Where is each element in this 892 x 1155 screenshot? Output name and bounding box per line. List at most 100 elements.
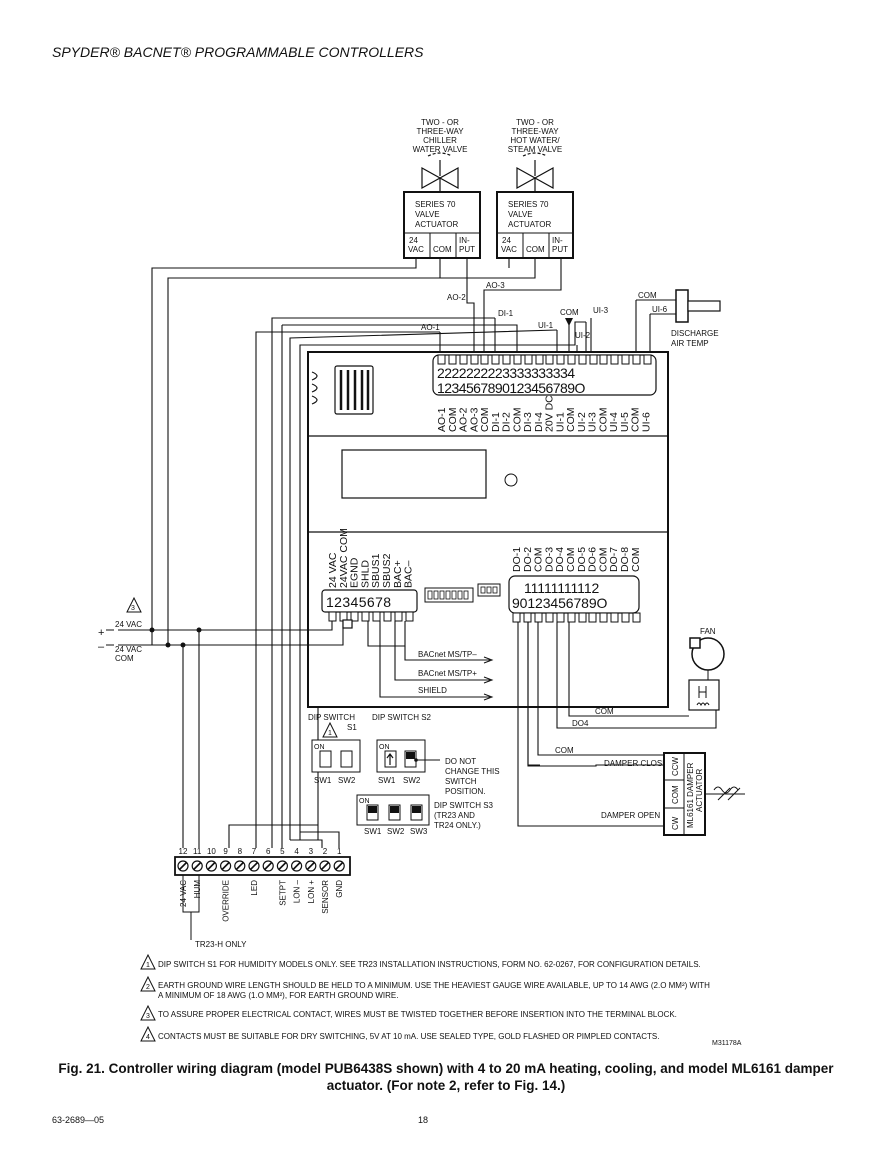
warning-triangle-icon xyxy=(140,1004,156,1021)
tr23-number: 12 xyxy=(179,847,188,856)
label-do4: DO4 xyxy=(572,719,589,728)
tr23-number: 6 xyxy=(266,847,271,856)
label-ui2: UI-2 xyxy=(575,331,591,340)
top-terminal-row2: 1234567890123456789O xyxy=(437,380,585,396)
label-24vac-com-1: 24 VAC xyxy=(115,645,142,654)
note2-text-1: EARTH GROUND WIRE LENGTH SHOULD BE HELD … xyxy=(158,981,710,990)
top-terminal-label: COM xyxy=(565,408,577,433)
valve1-term-in: IN- xyxy=(459,236,470,245)
note4-num: 4 xyxy=(146,1034,150,1041)
hot-water-valve: TWO - OR THREE-WAY HOT WATER/ STEAM VALV… xyxy=(496,118,574,259)
damper-cw: CW xyxy=(671,816,680,830)
tr23-label: SENSOR xyxy=(321,880,330,914)
damper-name-1: ML6161 DAMPER xyxy=(686,762,695,828)
warning-triangle-icon xyxy=(140,1025,156,1042)
top-terminal-label: UI-2 xyxy=(576,412,588,432)
dip-switch-s3: ON SW1 SW2 SW3 DIP SWITCH S3 (TR23 AND T… xyxy=(356,794,494,836)
s3-sw2-label: SW2 xyxy=(387,827,405,836)
label-plus: + xyxy=(98,627,104,639)
note3-text: TO ASSURE PROPER ELECTRICAL CONTACT, WIR… xyxy=(158,1010,677,1019)
tr23-number: 5 xyxy=(280,847,285,856)
top-terminal-label: AO-3 xyxy=(468,407,480,432)
page-header: SPYDER® BACNET® PROGRAMMABLE CONTROLLERS xyxy=(52,44,424,60)
document-number: 63-2689—05 xyxy=(52,1115,105,1125)
top-terminal-label: UI-4 xyxy=(608,412,620,432)
s2-note-4: POSITION. xyxy=(445,787,485,796)
power-wires xyxy=(118,621,490,848)
tr23-label: LED xyxy=(250,880,259,896)
s2-note-1: DO NOT xyxy=(445,757,476,766)
chiller-valve: TWO - OR THREE-WAY CHILLER WATER VALVE S… xyxy=(403,118,481,259)
s3-on: ON xyxy=(359,798,370,805)
right-terminal-label: COM xyxy=(565,548,577,573)
label-di1: DI-1 xyxy=(498,309,514,318)
valve2-term-24: 24 xyxy=(502,236,511,245)
left-terminal-label: 24 VAC xyxy=(327,552,339,588)
top-terminal-label: COM xyxy=(511,408,523,433)
valve2-title-3: HOT WATER/ xyxy=(510,136,560,145)
fan: FAN xyxy=(688,627,725,711)
dip-switch-s1: DIP SWITCH S1 1 ON SW1 SW2 xyxy=(308,713,361,785)
right-terminal-label: DO-4 xyxy=(554,547,566,572)
s1-title-2: S1 xyxy=(347,723,357,732)
tr23-block xyxy=(174,856,351,876)
relay-box xyxy=(688,679,720,711)
top-terminal-block xyxy=(432,354,657,396)
egnd-clip-icon xyxy=(342,619,353,629)
valve1-title-3: CHILLER xyxy=(423,136,457,145)
valve1-actuator-3: ACTUATOR xyxy=(415,220,458,229)
valve2-title-4: STEAM VALVE xyxy=(508,145,562,154)
top-terminal-label: AO-2 xyxy=(458,407,470,432)
label-ao1: AO-1 xyxy=(421,323,440,332)
damper-name-2: ACTUATOR xyxy=(695,769,704,812)
s2-title: DIP SWITCH S2 xyxy=(372,713,432,722)
left-terminal-label: 24VAC COM xyxy=(338,528,350,588)
valve2-actuator-2: VALVE xyxy=(508,210,533,219)
tr23-number: 4 xyxy=(294,847,299,856)
tr23-label: OVERRIDE xyxy=(222,880,231,922)
valve1-actuator-2: VALVE xyxy=(415,210,440,219)
tr23-number: 9 xyxy=(223,847,228,856)
tr23-number: 1 xyxy=(337,847,342,856)
right-terminal-labels: DO-1DO-2COMDO-3DO-4COMDO-5DO-6COMDO-7DO-… xyxy=(511,547,642,572)
top-terminal-label: AO-1 xyxy=(436,407,448,432)
left-terminal-label: SBUS1 xyxy=(370,553,382,588)
tr23-number: 7 xyxy=(252,847,257,856)
left-terminal-label: BAC– xyxy=(403,560,415,588)
controller: 2222222223333333334 1234567890123456789O… xyxy=(307,351,669,708)
s2-note-2: CHANGE THIS xyxy=(445,767,500,776)
figure-caption: Fig. 21. Controller wiring diagram (mode… xyxy=(58,1061,834,1093)
display-window xyxy=(341,449,487,499)
left-terminal-label: BAC+ xyxy=(392,560,404,588)
note1-text: DIP SWITCH S1 FOR HUMIDITY MODELS ONLY. … xyxy=(158,960,701,969)
valve2-term-put: PUT xyxy=(552,245,568,254)
valve1-term-put: PUT xyxy=(459,245,475,254)
status-led xyxy=(504,473,518,487)
s2-sw2-label: SW2 xyxy=(403,776,421,785)
arrow-up-icon xyxy=(386,753,394,765)
warning-triangle-icon xyxy=(140,975,156,992)
right-terminal-row1: 11111111112 xyxy=(524,580,600,596)
top-terminal-label: UI-3 xyxy=(587,412,599,432)
label-ui6: UI-6 xyxy=(652,305,668,314)
tr23-only-label: TR23-H ONLY xyxy=(195,940,247,949)
top-terminal-label: 20V DC xyxy=(544,395,556,432)
wire-junctions xyxy=(149,627,202,648)
sensor-label-1: DISCHARGE xyxy=(671,329,719,338)
tr23-number: 8 xyxy=(238,847,243,856)
s2-on: ON xyxy=(379,744,390,751)
fan-icon xyxy=(689,637,725,680)
top-terminal-label: DI-1 xyxy=(490,412,502,432)
left-terminal-label: SHLD xyxy=(359,560,371,588)
left-terminal-label: SBUS2 xyxy=(381,553,393,588)
drawing-id: M31178A xyxy=(712,1040,742,1047)
label-minus: – xyxy=(98,641,105,653)
label-damper-close: DAMPER CLOSE xyxy=(604,759,668,768)
s2-note-3: SWITCH xyxy=(445,777,477,786)
dip-switch-s2: DIP SWITCH S2 ON SW1 SW2 DO NOT CHANGE T… xyxy=(372,713,500,796)
tr23-number: 11 xyxy=(193,847,202,856)
ground-arrow-icon xyxy=(565,318,573,326)
label-ui1: UI-1 xyxy=(538,321,554,330)
tr23-label: LON – xyxy=(293,879,302,903)
